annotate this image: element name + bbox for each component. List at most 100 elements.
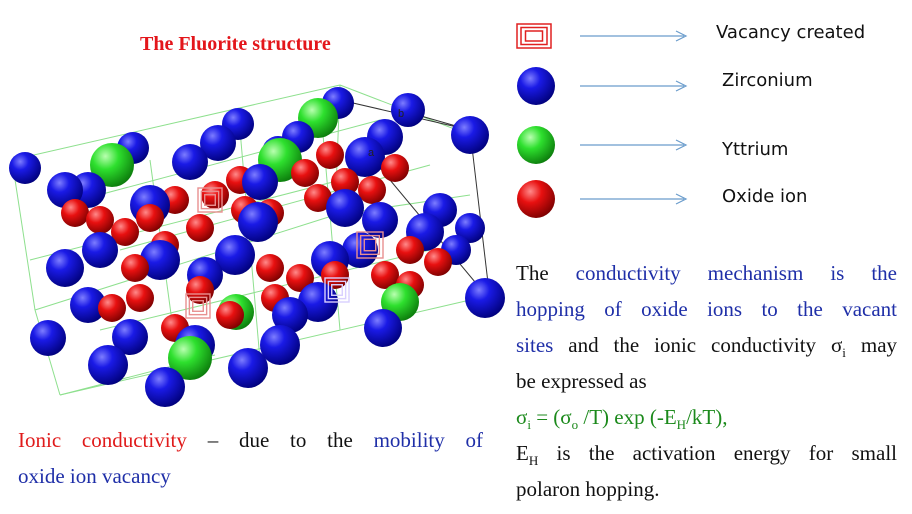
blue-sphere-icon xyxy=(517,67,555,105)
oxide-ion xyxy=(61,199,89,227)
legend-label-oxide: Oxide ion xyxy=(722,186,808,207)
vacancy-square xyxy=(359,234,381,256)
atoms-group xyxy=(9,87,505,407)
lattice-label-b: b xyxy=(398,108,404,120)
oxide-ion xyxy=(304,184,332,212)
zirconium-atom xyxy=(200,125,236,161)
zirconium-atom xyxy=(145,367,185,407)
legend-label-zirconium: Zirconium xyxy=(722,70,813,91)
red-sphere-icon xyxy=(517,180,555,218)
zirconium-atom xyxy=(451,116,489,154)
cell-axis-line xyxy=(469,129,491,301)
caption-ionic-conductivity: Ionic conductivity xyxy=(18,428,187,452)
oxide-ion xyxy=(331,168,359,196)
caption-mobility: mobility of xyxy=(373,428,484,452)
legend-arrowhead xyxy=(675,30,688,42)
vacancy-square xyxy=(204,194,216,206)
eq-exp: /T) exp (-E xyxy=(578,405,677,429)
mech-expressed-line: be expressed as xyxy=(516,369,647,393)
zirconium-atom xyxy=(465,278,505,318)
vacancy-square xyxy=(192,300,204,312)
vacancy-square xyxy=(363,238,377,252)
mech-conductivity-mechanism: conductivity mechanism is the xyxy=(575,261,897,285)
eq-sub-i: i xyxy=(527,417,531,433)
mech-sub-i: i xyxy=(842,345,846,361)
zirconium-atom xyxy=(172,144,208,180)
mech-the: The xyxy=(516,261,549,285)
zirconium-atom xyxy=(70,287,106,323)
oxide-ion xyxy=(98,294,126,322)
oxide-ion xyxy=(186,214,214,242)
zirconium-atom xyxy=(82,232,118,268)
oxide-ion xyxy=(126,284,154,312)
vacancy-icon-square xyxy=(516,23,552,49)
zirconium-atom xyxy=(326,189,364,227)
ionic-conductivity-caption: Ionic conductivity – due to the mobility… xyxy=(18,422,483,494)
cell-edge xyxy=(11,159,36,311)
vacancy-square-icon xyxy=(516,23,552,49)
zirconium-atom xyxy=(140,240,180,280)
zirconium-atom xyxy=(242,164,278,200)
vacancy-square xyxy=(188,296,208,316)
polaron-hopping-line: polaron hopping. xyxy=(516,477,660,501)
diagram-title: The Fluorite structure xyxy=(140,33,331,55)
activation-sub-h: H xyxy=(528,453,539,469)
legend-arrowhead xyxy=(675,193,688,205)
vacancy-square xyxy=(185,293,211,319)
zirconium-atom xyxy=(30,320,66,356)
oxide-ion xyxy=(291,159,319,187)
legend-label-yttrium: Yttrium xyxy=(722,139,789,160)
zirconium-atom xyxy=(364,309,402,347)
legend-arrowhead xyxy=(675,139,688,151)
zirconium-atom xyxy=(362,202,398,238)
oxide-ion xyxy=(358,176,386,204)
vacancy-icon-square xyxy=(524,30,544,42)
cell-edge xyxy=(11,84,341,161)
caption-due-to: – due to the xyxy=(207,428,374,452)
eq-sub-o: o xyxy=(571,417,579,433)
mech-sites: sites xyxy=(516,333,554,357)
oxide-ion xyxy=(424,248,452,276)
legend-arrowhead xyxy=(675,80,688,92)
zirconium-atom xyxy=(215,235,255,275)
legend-label-vacancy: Vacancy created xyxy=(716,22,866,43)
oxide-ion xyxy=(121,254,149,282)
vacancy-square xyxy=(324,277,350,303)
vacancy-square xyxy=(356,231,384,259)
zirconium-atom xyxy=(345,137,385,177)
vacancy-marker xyxy=(197,187,223,213)
eq-sigma-o: = (σ xyxy=(530,405,572,429)
legend-arrows xyxy=(580,30,688,205)
zirconium-atom xyxy=(260,325,300,365)
oxide-ion xyxy=(136,204,164,232)
eq-sigma: σ xyxy=(516,405,528,429)
yttrium-atom xyxy=(168,336,212,380)
vacancy-square xyxy=(197,187,223,213)
oxide-ion xyxy=(286,264,314,292)
oxide-ion xyxy=(216,301,244,329)
vacancy-square xyxy=(200,190,220,210)
zirconium-atom xyxy=(272,297,308,333)
yttrium-atom xyxy=(90,143,134,187)
zirconium-atom xyxy=(112,319,148,355)
vacancy-marker xyxy=(324,277,350,303)
vacancy-marker xyxy=(185,293,211,319)
green-sphere-icon xyxy=(517,126,555,164)
oxide-ion xyxy=(381,154,409,182)
legend-icons xyxy=(516,23,555,218)
zirconium-atom xyxy=(391,93,425,127)
vacancy-icon-square xyxy=(520,26,548,46)
caption-oxide-vacancy: oxide ion vacancy xyxy=(18,464,171,488)
zirconium-atom xyxy=(88,345,128,385)
conductivity-equation: σi = (σo /T) exp (-EH/kT), xyxy=(516,399,897,435)
zirconium-atom xyxy=(228,348,268,388)
eq-kt: /kT), xyxy=(686,405,728,429)
oxide-ion xyxy=(111,218,139,246)
vacancy-square xyxy=(327,280,347,300)
zirconium-atom xyxy=(47,172,83,208)
vacancy-marker xyxy=(356,231,384,259)
activation-text: is the activation energy for small xyxy=(538,441,897,465)
oxide-ion xyxy=(256,254,284,282)
oxide-ion xyxy=(371,261,399,289)
